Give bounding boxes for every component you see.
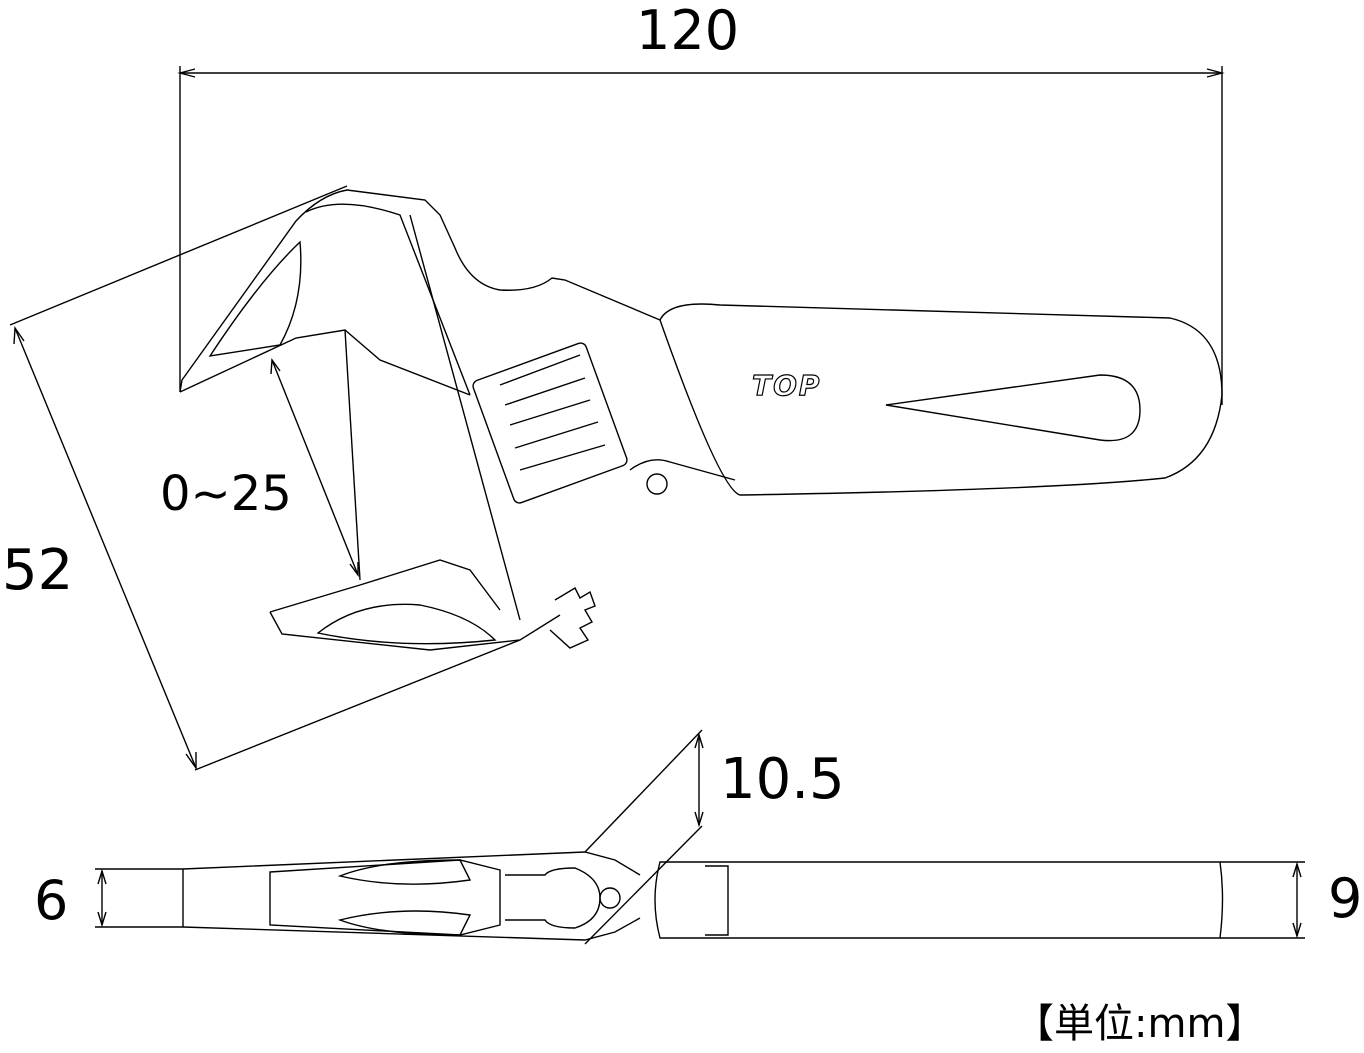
jaw-opening-label: 0~25 <box>160 466 292 522</box>
head-thickness-label: 10.5 <box>720 747 845 812</box>
unit-label: 【単位:mm】 <box>1014 1001 1266 1047</box>
handle-thickness-label: 9 <box>1328 867 1363 930</box>
jaw-tip-thickness-label: 6 <box>34 869 69 932</box>
wrench-top-view <box>179 189 1223 651</box>
brand-logo: TOP <box>751 369 822 402</box>
dimension-jaw-lines <box>270 358 359 578</box>
dimension-52-lines <box>9 185 521 771</box>
head-width-label: 52 <box>2 538 74 603</box>
overall-length-label: 120 <box>636 0 740 62</box>
wrench-side-view <box>95 729 1305 945</box>
dimension-120-lines <box>177 66 1225 405</box>
